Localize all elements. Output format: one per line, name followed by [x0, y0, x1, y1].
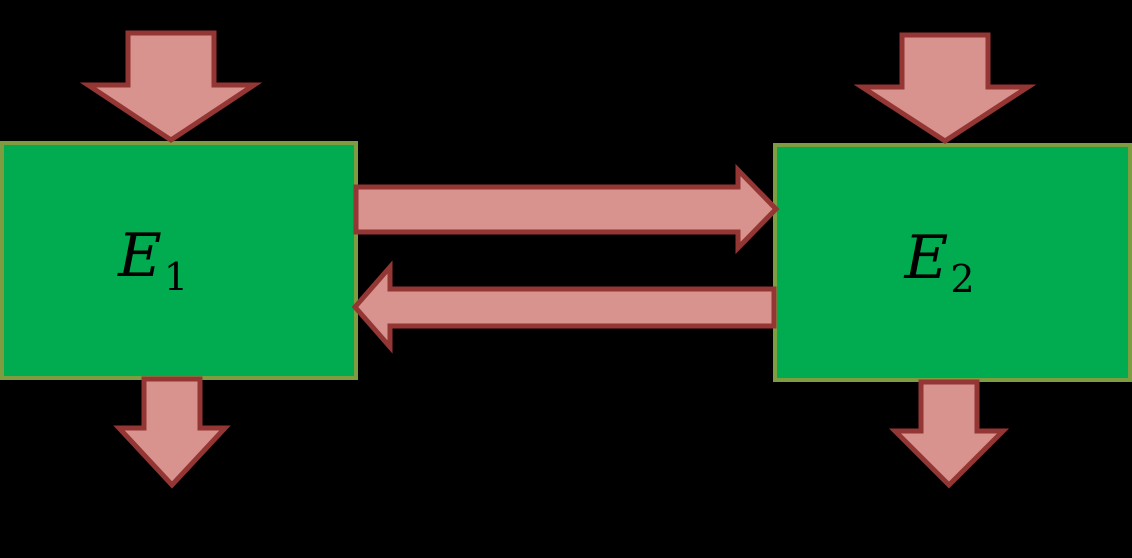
down-arrow-out-of-e1-icon — [113, 376, 231, 489]
e1-label-subscript: 1 — [163, 254, 188, 299]
e1-box: E1 — [0, 141, 358, 380]
left-arrow-e2-to-e1-icon — [351, 260, 777, 354]
e2-label-subscript: 2 — [950, 256, 975, 301]
down-arrow-into-e1-icon — [79, 30, 263, 143]
e1-label-base: E — [118, 220, 162, 291]
e2-label: E2 — [905, 228, 975, 298]
e2-label-base: E — [904, 222, 949, 293]
e2-box: E2 — [773, 143, 1132, 382]
right-arrow-e1-to-e2-icon — [353, 163, 780, 255]
down-arrow-out-of-e2-icon — [888, 379, 1010, 489]
e1-label: E1 — [118, 226, 188, 296]
down-arrow-into-e2-icon — [853, 32, 1037, 144]
